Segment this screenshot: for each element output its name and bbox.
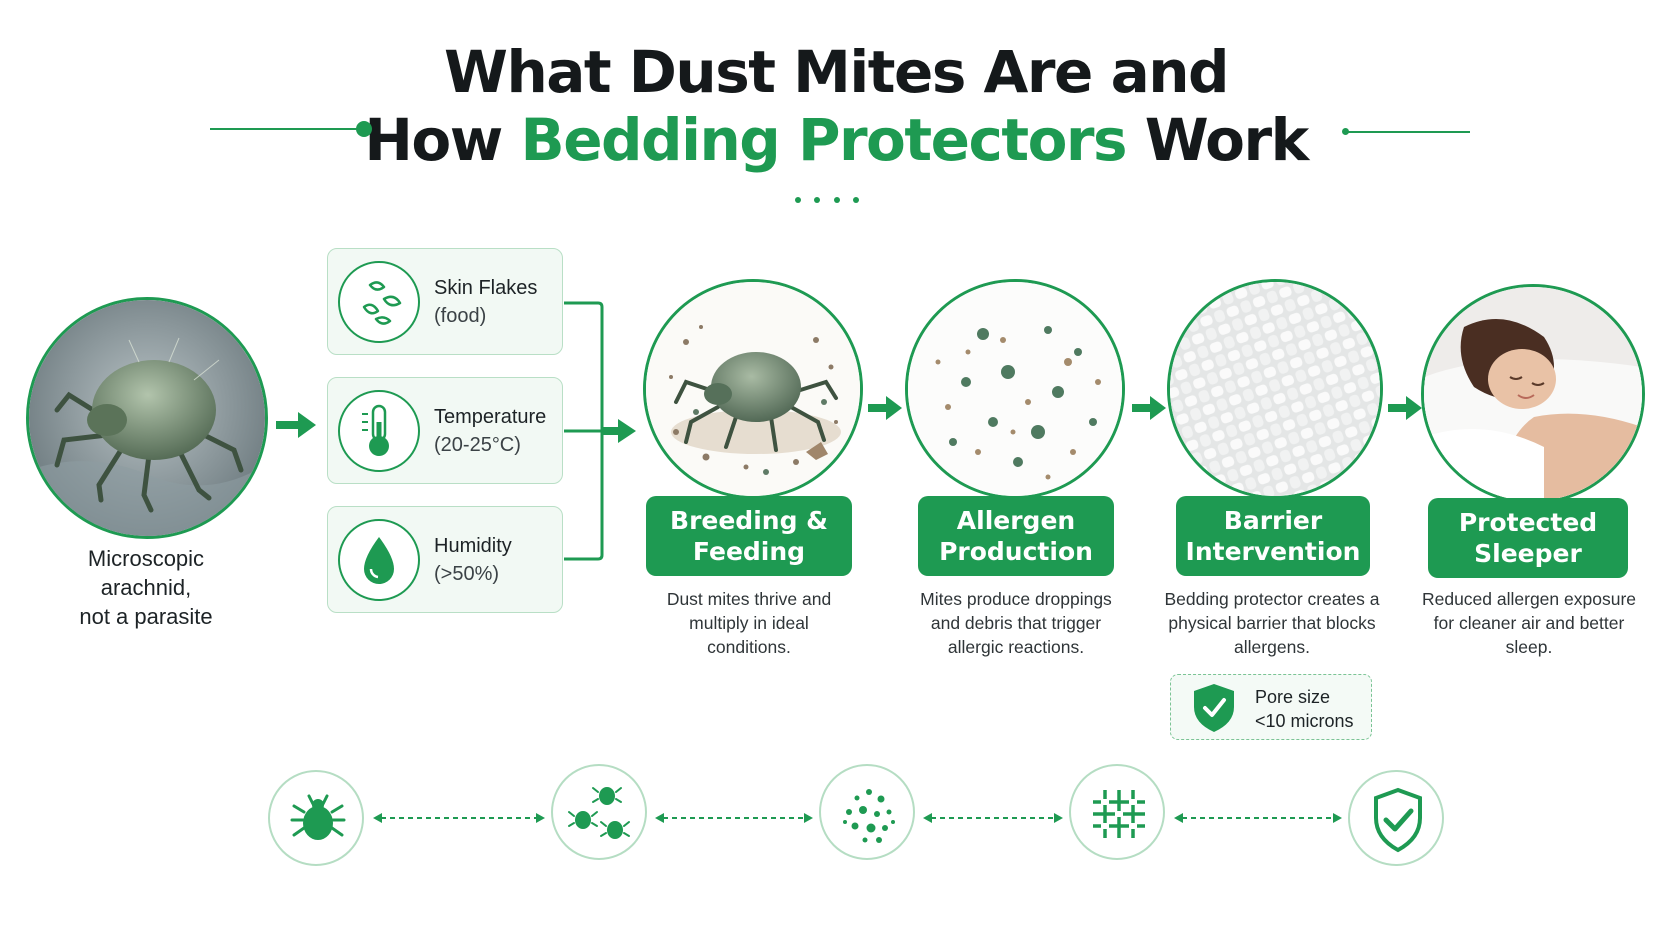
mite-caption: Microscopic arachnid, not a parasite [46, 544, 246, 631]
title-line-2: How Bedding Protectors Work [364, 106, 1309, 174]
dashed-connector-2 [655, 813, 813, 823]
title-highlight: Bedding Protectors [520, 106, 1127, 174]
sleeper-photo [1421, 284, 1645, 504]
page-title: What Dust Mites Are and How Bedding Prot… [0, 38, 1672, 174]
mite-caption-bold: Microscopic arachnid, [87, 546, 205, 600]
step-label-allergen: Allergen Production [918, 496, 1114, 576]
conditions-bracket [564, 301, 636, 561]
step-desc-breeding: Dust mites thrive and multiply in ideal … [666, 589, 832, 657]
breeding-photo [643, 279, 863, 499]
pore-size-callout: Pore size <10 microns [1170, 674, 1372, 740]
mite-caption-rest: not a parasite [79, 604, 213, 629]
dashed-connector-4 [1174, 813, 1342, 823]
arrow-step-3 [1388, 396, 1422, 420]
woven-fabric-icon [1069, 764, 1165, 860]
condition-detail: (>50%) [434, 563, 500, 585]
dust-mite-photo [26, 297, 268, 539]
shield-check-icon [1348, 770, 1444, 866]
dashed-connector-1 [373, 813, 545, 823]
thermometer-icon [338, 390, 420, 472]
step-desc-allergen: Mites produce droppings and debris that … [920, 589, 1112, 657]
step-label-sleeper: Protected Sleeper [1428, 498, 1628, 578]
title-left-dot [356, 121, 372, 137]
condition-card-skin-flakes: Skin Flakes (food) [327, 248, 563, 355]
title-left-rule [210, 128, 362, 130]
condition-title: Humidity [434, 535, 512, 557]
step-label-barrier: Barrier Intervention [1176, 496, 1370, 576]
arrow-step-2 [1132, 396, 1166, 420]
multiple-mites-icon [551, 764, 647, 860]
condition-card-temperature: Temperature (20-25°C) [327, 377, 563, 484]
condition-card-humidity: Humidity (>50%) [327, 506, 563, 613]
condition-detail: (20-25°C) [434, 434, 521, 456]
water-drop-icon [338, 519, 420, 601]
leaf-flakes-icon [338, 261, 420, 343]
mite-icon [268, 770, 364, 866]
arrow-step-1 [868, 396, 902, 420]
condition-detail: (food) [434, 305, 487, 327]
condition-title: Temperature [434, 406, 547, 428]
step-label-breeding: Breeding & Feeding [646, 496, 852, 576]
dashed-connector-3 [923, 813, 1063, 823]
title-dots [795, 197, 875, 205]
arrow-to-conditions [276, 412, 316, 438]
step-desc-barrier: Bedding protector creates a physical bar… [1164, 589, 1380, 657]
barrier-fabric-photo [1167, 279, 1383, 499]
title-line-1: What Dust Mites Are and [443, 38, 1230, 106]
shield-check-icon [1194, 684, 1234, 732]
pore-size-text: Pore size <10 microns [1255, 687, 1354, 731]
title-right-rule [1348, 131, 1470, 133]
condition-title: Skin Flakes [434, 277, 538, 299]
allergen-photo [905, 279, 1125, 499]
title-right-dot [1342, 128, 1349, 135]
step-desc-sleeper: Reduced allergen exposure for cleaner ai… [1421, 589, 1637, 657]
particles-icon [819, 764, 915, 860]
